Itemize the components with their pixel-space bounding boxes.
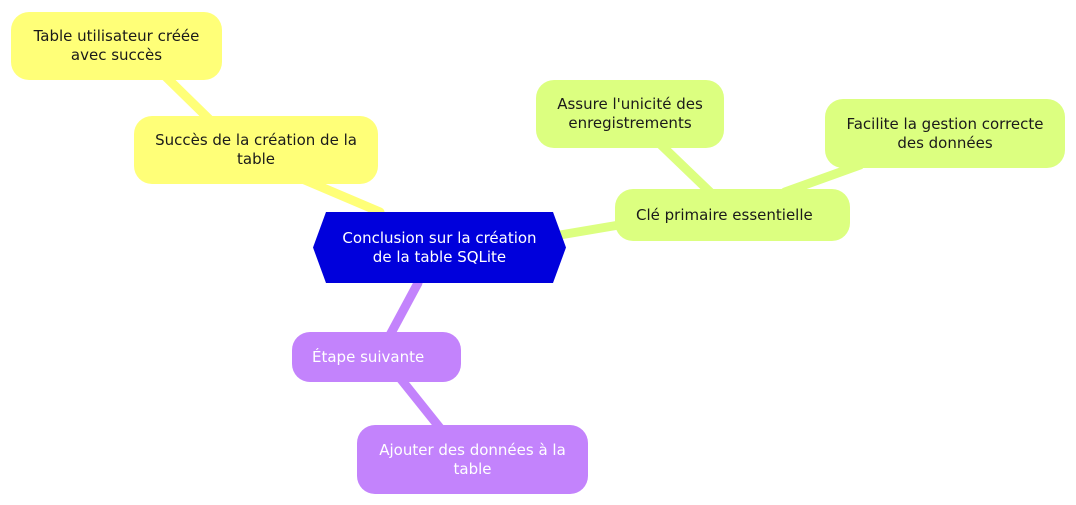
data-management-node-text: Facilite la gestion correcte des données — [846, 115, 1043, 153]
edge-next-step-ajouter — [395, 373, 445, 433]
add-data-node-line-1: Ajouter des données à la — [379, 440, 566, 459]
root-node-line-1: Conclusion sur la création — [342, 228, 537, 247]
edge-root-next-step — [385, 278, 423, 340]
table-created-node-line-2: avec succès — [70, 46, 163, 64]
table-created-node-text: Table utilisateur créée avec succès — [34, 27, 200, 65]
uniqueness-node-line-1: Assure l'unicité des — [557, 95, 703, 113]
add-data-node-line-2: table — [453, 459, 492, 478]
uniqueness-node: Assure l'unicité des enregistrements — [536, 80, 724, 148]
table-created-node-line-1: Table utilisateur créée — [33, 27, 200, 45]
root-node: Conclusion sur la création de la table S… — [313, 212, 566, 283]
success-node-line-1: Succès de la création de la — [155, 131, 357, 149]
edge-root-primary-key — [555, 219, 630, 240]
root-node-text: Conclusion sur la création de la table S… — [342, 229, 536, 267]
success-node-text: Succès de la création de la table — [155, 131, 357, 169]
next-step-node: Étape suivante — [292, 332, 461, 382]
uniqueness-node-text: Assure l'unicité des enregistrements — [557, 95, 703, 133]
uniqueness-node-line-2: enregistrements — [568, 114, 692, 132]
table-created-node: Table utilisateur créée avec succès — [11, 12, 222, 80]
primary-key-node-line-1: Clé primaire essentielle — [636, 205, 813, 224]
primary-key-node: Clé primaire essentielle — [615, 189, 850, 241]
data-management-node: Facilite la gestion correcte des données — [825, 99, 1065, 168]
success-node-line-2: table — [237, 150, 275, 168]
add-data-node: Ajouter des données à la table — [357, 425, 588, 494]
add-data-node-text: Ajouter des données à la table — [379, 441, 566, 479]
edge-primary-key-unicite — [653, 137, 715, 197]
edge-success-table — [160, 71, 215, 125]
data-management-node-line-2: des données — [897, 133, 993, 152]
edge-primary-key-facilite — [780, 160, 865, 197]
root-node-line-2: de la table SQLite — [372, 247, 507, 266]
next-step-node-line-1: Étape suivante — [312, 347, 425, 366]
success-node: Succès de la création de la table — [134, 116, 378, 184]
data-management-node-line-1: Facilite la gestion correcte — [846, 114, 1044, 133]
